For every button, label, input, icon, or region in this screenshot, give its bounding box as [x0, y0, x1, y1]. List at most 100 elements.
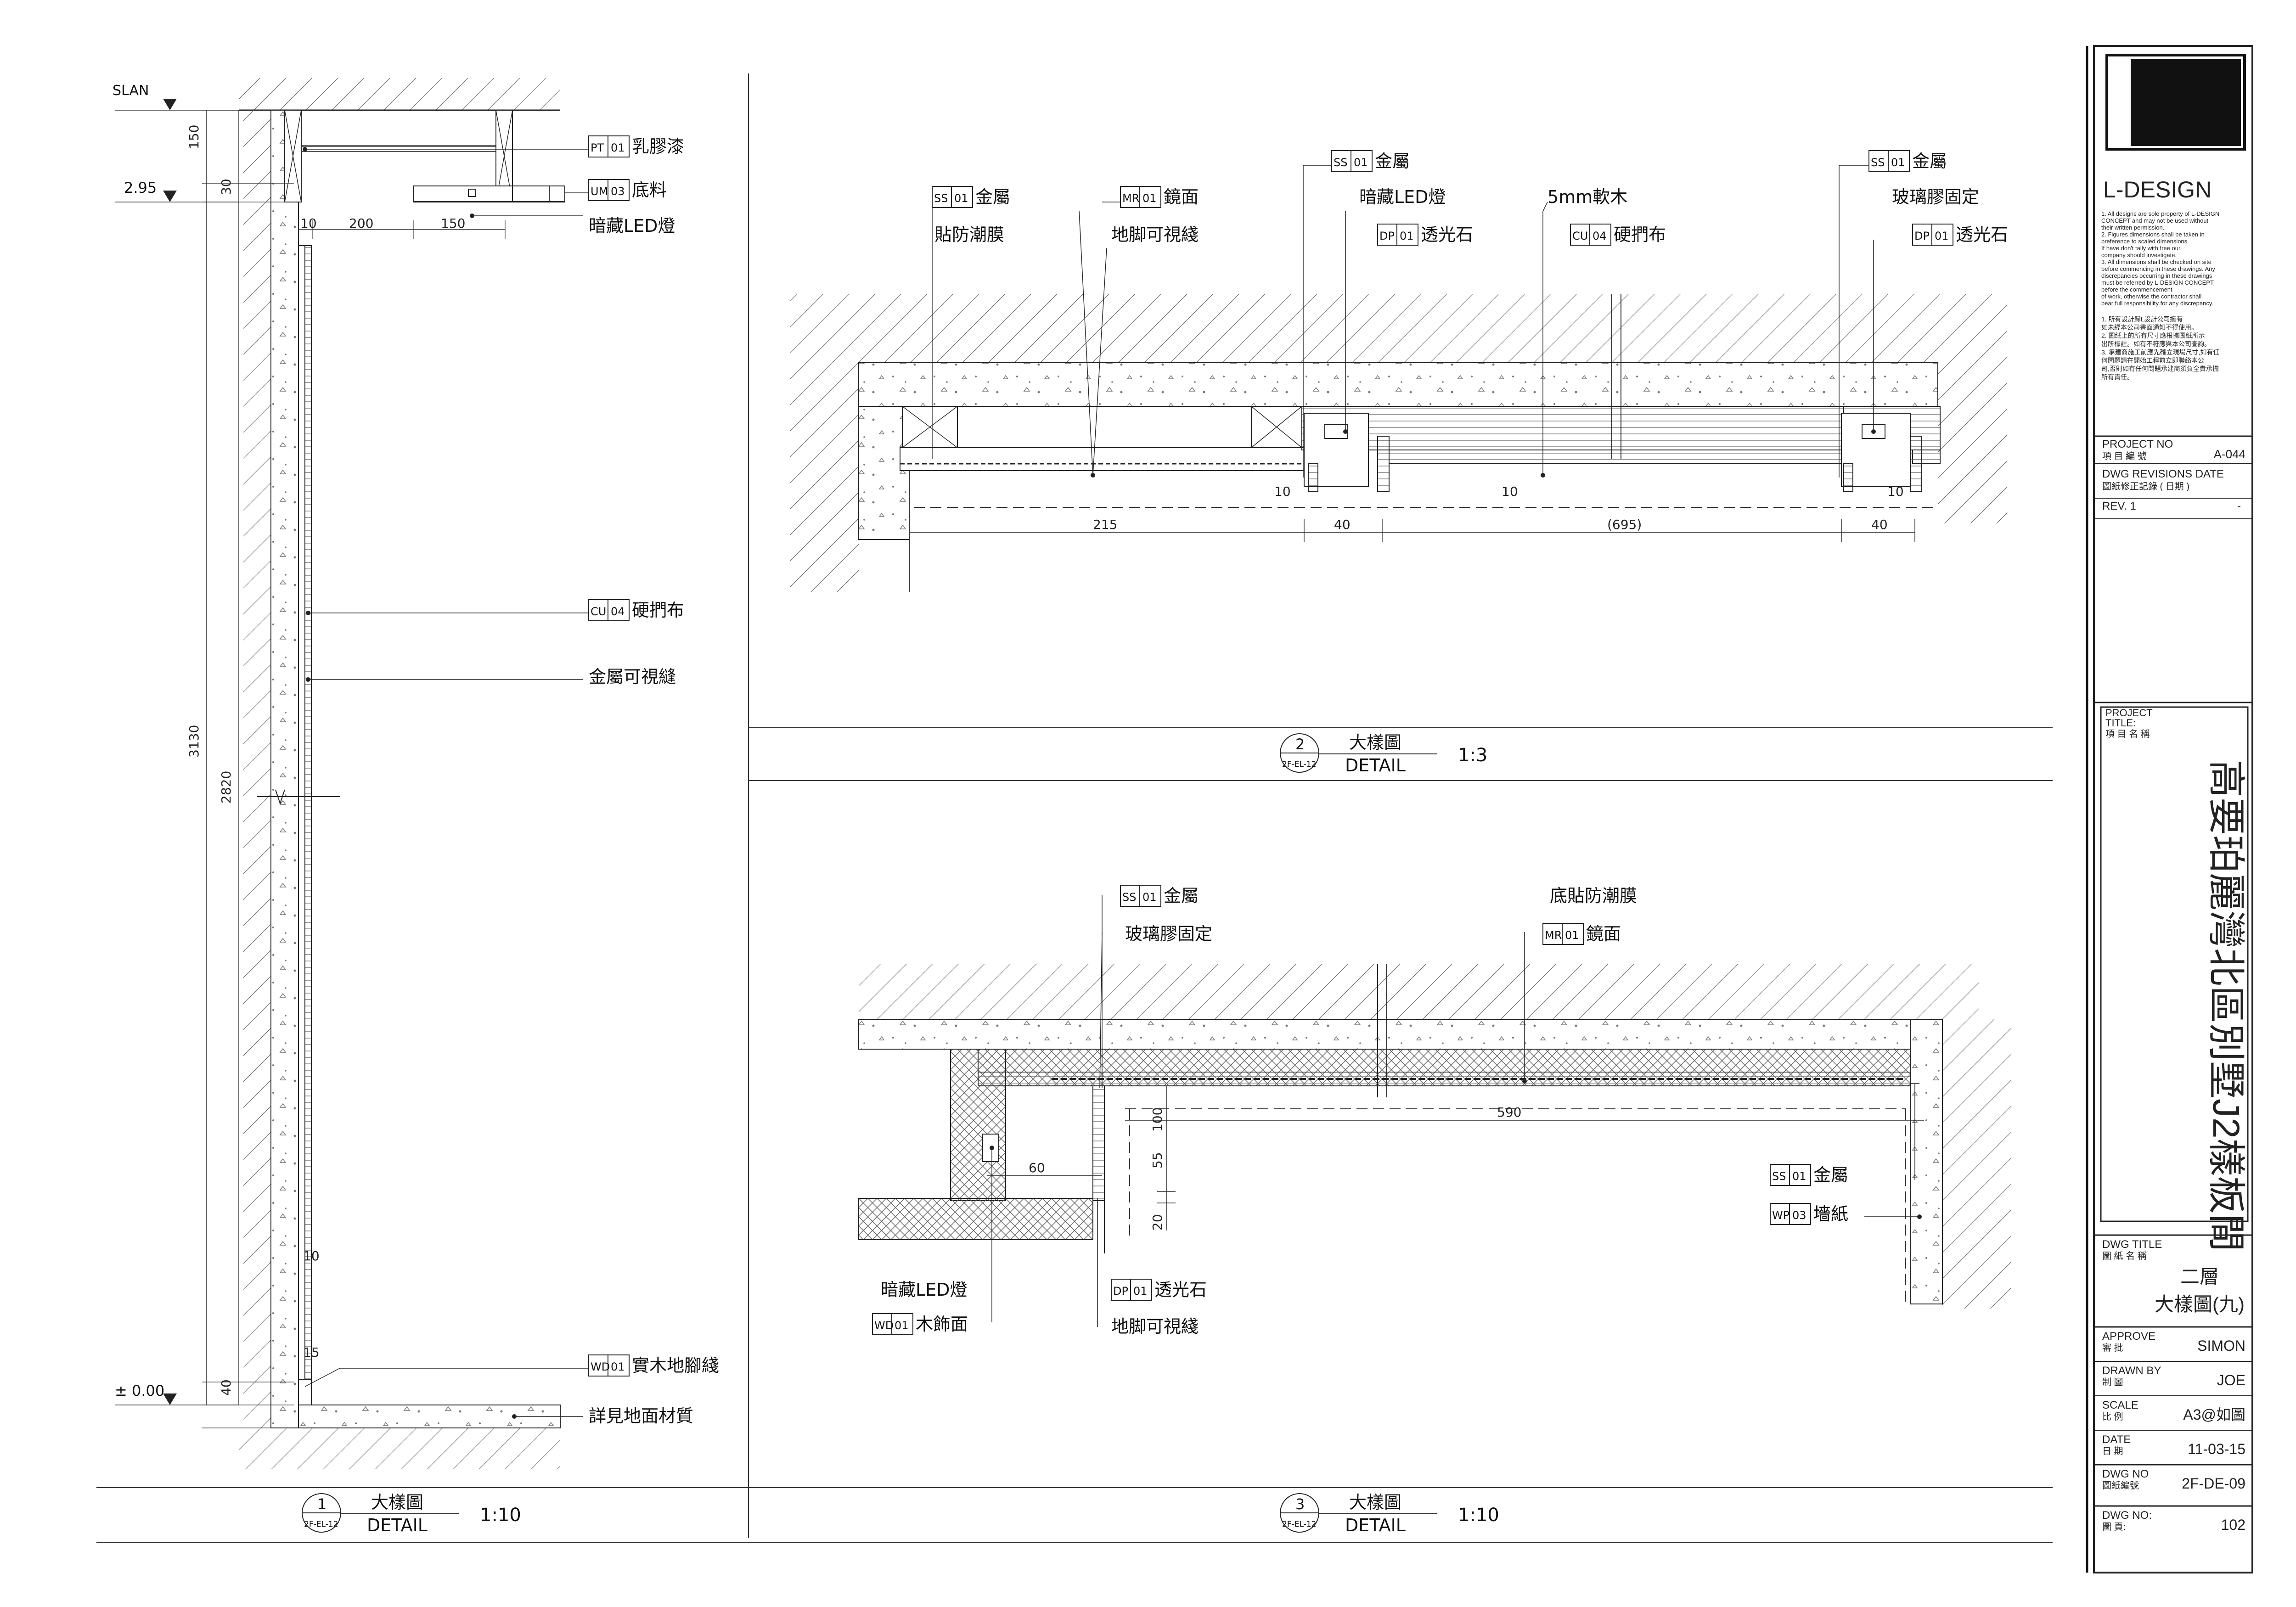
page-label: DWG NO: — [2102, 1509, 2152, 1522]
d2-callout-2-num: 01 — [1142, 192, 1157, 205]
d3-tag-title-cn: 大樣圖 — [1349, 1492, 1401, 1512]
d3-callout-7-text: 木飾面 — [916, 1314, 968, 1334]
d1-tag-scale: 1:10 — [480, 1505, 521, 1526]
note-en-4: preference to scaled dimensions. — [2101, 238, 2189, 245]
d2-callout-2-code: MR — [1122, 192, 1139, 205]
note-cn-4: 3. 承建商施工前應先確立現場尺寸,如有任 — [2101, 348, 2219, 356]
d2-callout-4-code: SS — [1334, 156, 1347, 169]
level-0-00: ± 0.00 — [115, 1382, 164, 1399]
d1-callout-5-text: 實木地腳綫 — [632, 1355, 719, 1376]
d2-callout-8-text: 硬捫布 — [1614, 225, 1666, 245]
d3-callout-0-text: 金屬 — [1164, 886, 1199, 906]
d3-callout-4-num: 01 — [1792, 1170, 1806, 1183]
d3-callout-3-code: MR — [1545, 929, 1562, 942]
d2-dim-0: 215 — [1093, 517, 1117, 532]
note-en-3: 2. Figures dimensions shall be taken in — [2101, 231, 2205, 238]
scale-label: SCALE — [2102, 1399, 2138, 1411]
d3-callout-8-text: 透光石 — [1154, 1280, 1207, 1300]
d1-dim-v-1: 30 — [219, 179, 234, 195]
rev-value: - — [2237, 500, 2241, 512]
d3-dim-2: 55 — [1150, 1152, 1165, 1169]
d1-tag-num: 1 — [317, 1495, 326, 1513]
note-en-10: must be referred by L-DESIGN CONCEPT — [2101, 279, 2214, 286]
dwg-title-label-cn: 圖 紙 名 稱 — [2102, 1251, 2147, 1261]
d1-callout-6-text: 詳見地面材質 — [589, 1406, 693, 1426]
project-title-label-cn: 項 目 名 稱 — [2105, 729, 2150, 739]
d2-callout-3-text: 地脚可視綫 — [1111, 225, 1199, 245]
note-cn-1: 如未經本公司書面通知不得使用。 — [2101, 324, 2198, 331]
d1-dim-v-2: 3130 — [186, 725, 202, 758]
d3-callout-9-text: 地脚可視綫 — [1111, 1316, 1199, 1337]
date-label-cn: 日 期 — [2102, 1446, 2123, 1456]
title-block — [2094, 54, 2252, 1507]
note-en-12: of work, otherwise the contractor shall — [2101, 293, 2201, 300]
page-label-cn: 圖 頁: — [2102, 1522, 2126, 1532]
d1-tag-ref: 2F-EL-12 — [304, 1520, 338, 1529]
d2-callout-8-num: 04 — [1593, 230, 1607, 242]
d3-tag-num: 3 — [1295, 1495, 1305, 1513]
d3-callout-3-text: 鏡面 — [1586, 924, 1621, 944]
dwg-title-1: 二層 — [2180, 1266, 2219, 1287]
date-value: 11-03-15 — [2188, 1441, 2245, 1457]
d1-callout-0-num: 01 — [611, 141, 625, 154]
d3-dim-0: 590 — [1497, 1105, 1521, 1120]
d2-dim-6: 10 — [1887, 484, 1904, 499]
d2-callout-7-text: 5mm軟木 — [1548, 187, 1627, 207]
d3-callout-0-num: 01 — [1142, 891, 1157, 904]
d2-tag-title-cn: 大樣圖 — [1349, 732, 1401, 753]
d2-callout-11-num: 01 — [1935, 230, 1949, 242]
d2-callout-4-num: 01 — [1354, 156, 1368, 169]
scale-value: A3@如圖 — [2183, 1406, 2245, 1423]
d3-callout-7-num: 01 — [895, 1319, 909, 1332]
revisions-label: DWG REVISIONS DATE — [2102, 468, 2224, 480]
d1-dim-v-0: 150 — [186, 125, 202, 149]
d3-dim-1: 60 — [1029, 1160, 1045, 1175]
d3-callout-5-code: WP — [1772, 1209, 1790, 1222]
d2-dim-4: 10 — [1274, 484, 1291, 499]
d2-dim-5: 10 — [1502, 484, 1518, 499]
d3-callout-7-code: WD — [874, 1319, 894, 1332]
d2-tag-ref: 2F-EL-12 — [1282, 760, 1316, 769]
d3-tag-scale: 1:10 — [1458, 1505, 1499, 1526]
d2-tag-scale: 1:3 — [1458, 745, 1487, 766]
d2-callout-1-text: 貼防潮膜 — [934, 225, 1004, 245]
d1-dim-h-0: 10 — [300, 216, 317, 231]
d1-callout-1-text: 底料 — [632, 180, 667, 200]
date-label: DATE — [2102, 1433, 2131, 1446]
d3-callout-8-num: 01 — [1133, 1285, 1148, 1298]
note-en-6: company should investigate. — [2101, 252, 2177, 258]
d2-callout-0-num: 01 — [954, 192, 968, 205]
project-no-label: PROJECT NO — [2102, 438, 2173, 450]
d2-dim-3: 40 — [1871, 517, 1888, 532]
d1-dim-h-1: 200 — [349, 216, 373, 231]
d2-callout-9-text: 金屬 — [1912, 151, 1947, 171]
d2-callout-5-text: 暗藏LED燈 — [1359, 187, 1446, 207]
d1-tag-title-en: DETAIL — [367, 1515, 428, 1535]
page-value: 102 — [2221, 1517, 2245, 1533]
d3-tag-title-en: DETAIL — [1345, 1515, 1406, 1535]
d2-callout-0-text: 金屬 — [975, 187, 1010, 207]
d2-callout-6-text: 透光石 — [1421, 225, 1473, 245]
d3-dim-4: 20 — [1150, 1214, 1165, 1231]
detail-3-section — [858, 895, 2011, 1327]
note-cn-2: 2. 圖紙上的所有尺寸應根據圖紙所示 — [2101, 332, 2205, 339]
note-cn-7: 所有責任。 — [2101, 373, 2133, 381]
d1-callout-1-code: UM — [591, 185, 608, 198]
d2-callout-9-num: 01 — [1891, 156, 1905, 169]
drawn-label: DRAWN BY — [2102, 1365, 2161, 1377]
note-cn-5: 何問題請在開始工程前立即聯絡本公 — [2101, 357, 2204, 364]
d1-callout-5-code: WD — [591, 1360, 610, 1373]
project-no: A-044 — [2214, 447, 2245, 461]
d3-callout-5-text: 墻紙 — [1813, 1204, 1848, 1224]
d1-dim-v-4: 40 — [219, 1379, 234, 1396]
d3-callout-2-text: 底貼防潮膜 — [1550, 886, 1637, 906]
d1-callout-0-text: 乳膠漆 — [632, 136, 684, 157]
d2-dim-1: 40 — [1334, 517, 1351, 532]
note-en-11: before the commencement — [2101, 286, 2172, 293]
note-cn-6: 司,否則如有任何問題承建商須負全責承擔 — [2101, 365, 2219, 372]
d1-dim-h-4: 15 — [303, 1345, 320, 1360]
sheet-frame — [96, 45, 2253, 1573]
note-en-1: CONCEPT and may not be used without — [2101, 217, 2209, 224]
d2-callout-4-text: 金屬 — [1375, 151, 1410, 171]
